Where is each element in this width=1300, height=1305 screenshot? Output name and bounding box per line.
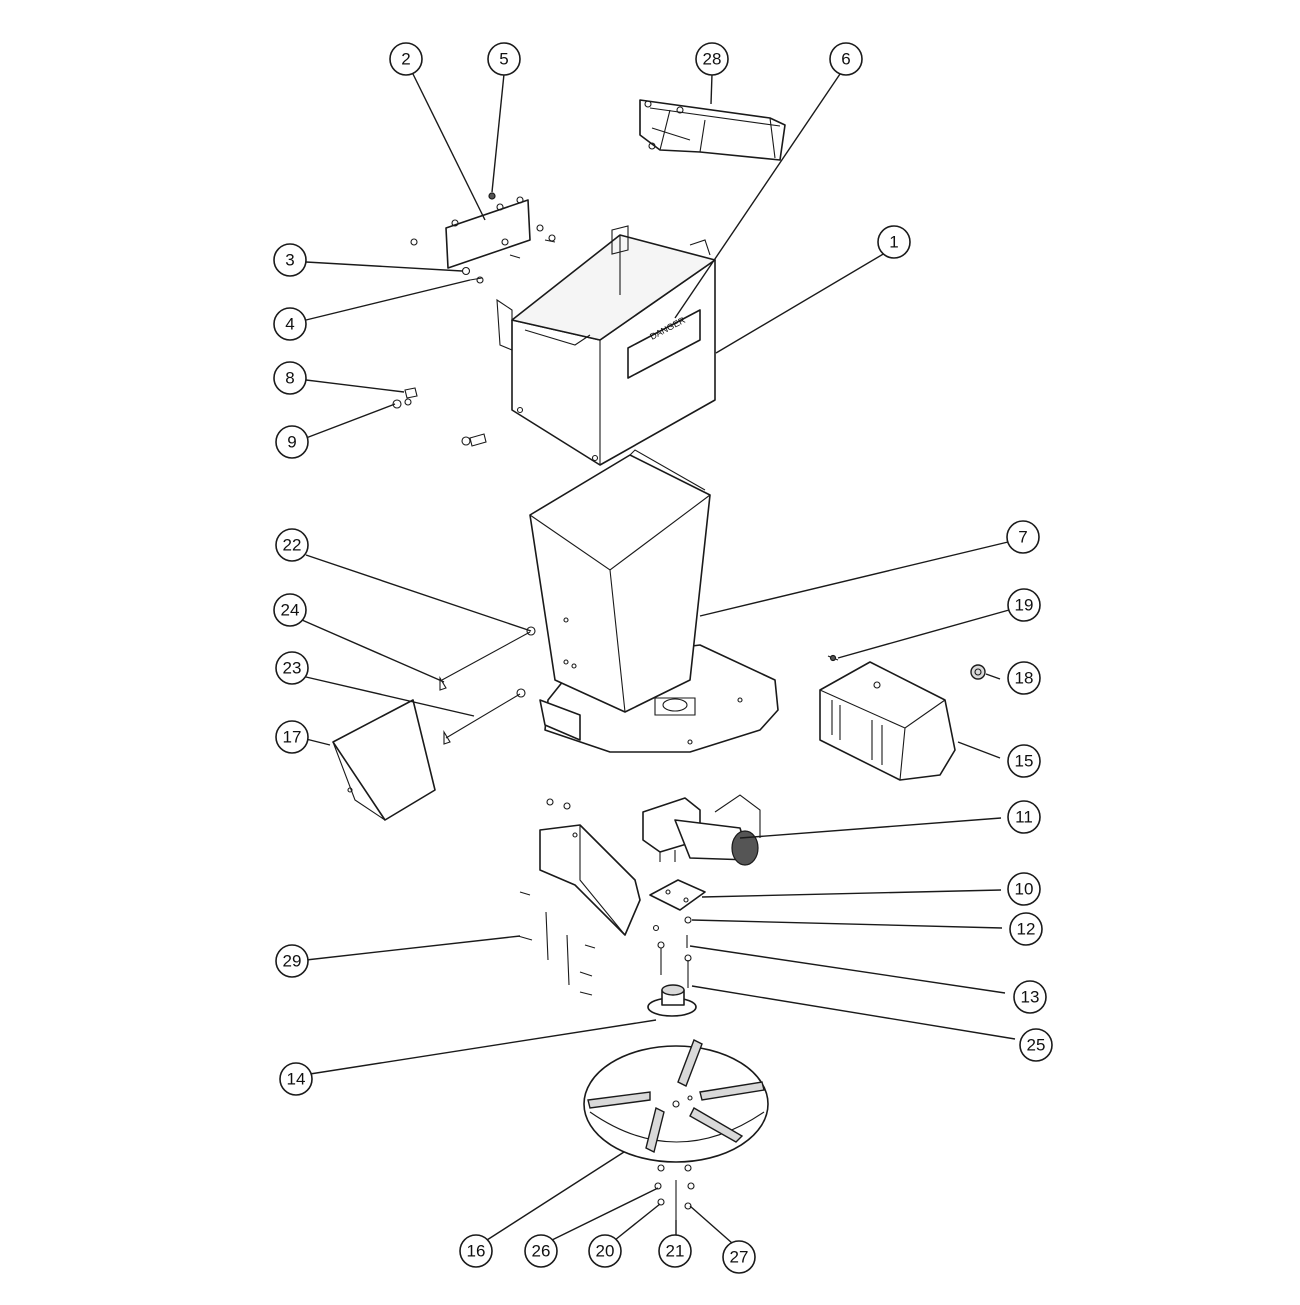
callout-12: 12 xyxy=(1009,912,1043,946)
callout-15: 15 xyxy=(1007,744,1041,778)
part-4-bolt xyxy=(469,276,484,284)
callout-19: 19 xyxy=(1007,588,1041,622)
svg-text:18: 18 xyxy=(1015,669,1034,688)
callout-17: 17 xyxy=(275,720,309,754)
svg-text:19: 19 xyxy=(1015,596,1034,615)
callout-6: 6 xyxy=(829,42,863,76)
svg-text:2: 2 xyxy=(401,50,410,69)
part-12-washer xyxy=(652,916,692,932)
part-7-funnel-chute xyxy=(529,449,779,753)
svg-text:25: 25 xyxy=(1027,1036,1046,1055)
part-14-hub xyxy=(647,984,697,1017)
part-17-deflector xyxy=(332,699,436,821)
svg-text:15: 15 xyxy=(1015,752,1034,771)
part-26-washer xyxy=(654,1164,665,1190)
part-1-hopper-box: DANGER xyxy=(496,225,716,466)
callout-27: 27 xyxy=(722,1240,756,1274)
part-28-trough xyxy=(639,99,786,161)
svg-text:26: 26 xyxy=(532,1242,551,1261)
svg-text:9: 9 xyxy=(287,433,296,452)
svg-text:17: 17 xyxy=(283,728,302,747)
callout-28: 28 xyxy=(695,42,729,76)
callout-18: 18 xyxy=(1007,661,1041,695)
svg-text:28: 28 xyxy=(703,50,722,69)
part-9-bolt xyxy=(392,398,487,447)
part-18-cap xyxy=(970,664,986,680)
part-3-washer xyxy=(461,266,471,276)
part-11-motor xyxy=(642,794,761,866)
callout-29: 29 xyxy=(275,944,309,978)
leader-lines xyxy=(301,71,1016,1244)
callout-25: 25 xyxy=(1019,1028,1053,1062)
callout-10: 10 xyxy=(1007,872,1041,906)
callout-13: 13 xyxy=(1013,980,1047,1014)
svg-text:29: 29 xyxy=(283,952,302,971)
part-19-screw xyxy=(827,654,839,662)
svg-text:5: 5 xyxy=(499,50,508,69)
chute-bracket xyxy=(539,798,641,936)
svg-text:3: 3 xyxy=(285,251,294,270)
callout-21: 21 xyxy=(658,1234,692,1268)
callout-1: 1 xyxy=(877,225,911,259)
callout-8: 8 xyxy=(273,361,307,395)
part-25-bolt xyxy=(684,954,692,988)
callout-4: 4 xyxy=(273,307,307,341)
part-2-plate xyxy=(410,196,556,269)
callout-7: 7 xyxy=(1006,520,1040,554)
svg-text:24: 24 xyxy=(281,601,300,620)
svg-text:16: 16 xyxy=(467,1242,486,1261)
svg-text:7: 7 xyxy=(1018,528,1027,547)
part-10-plate xyxy=(649,879,706,911)
svg-text:14: 14 xyxy=(287,1070,306,1089)
part-24-clip xyxy=(439,676,447,691)
svg-text:22: 22 xyxy=(283,536,302,555)
svg-text:1: 1 xyxy=(889,233,898,252)
part-5-screw xyxy=(488,192,496,200)
callout-26: 26 xyxy=(524,1234,558,1268)
part-8-clip xyxy=(404,387,418,399)
part-20-bolt xyxy=(657,1198,665,1206)
part-29-pins xyxy=(517,891,596,996)
part-27-nut xyxy=(684,1164,695,1210)
svg-text:13: 13 xyxy=(1021,988,1040,1007)
svg-text:4: 4 xyxy=(285,315,294,334)
callout-5: 5 xyxy=(487,42,521,76)
svg-text:20: 20 xyxy=(596,1242,615,1261)
callout-24: 24 xyxy=(273,593,307,627)
part-13-bolt xyxy=(657,935,688,975)
callout-20: 20 xyxy=(588,1234,622,1268)
callout-16: 16 xyxy=(459,1234,493,1268)
svg-text:11: 11 xyxy=(1015,808,1033,827)
svg-text:23: 23 xyxy=(283,659,302,678)
callout-9: 9 xyxy=(275,425,309,459)
part-16-spinner-disc xyxy=(583,1039,769,1163)
callout-14: 14 xyxy=(279,1062,313,1096)
svg-text:6: 6 xyxy=(841,50,850,69)
part-22-pin xyxy=(441,626,536,681)
svg-text:12: 12 xyxy=(1017,920,1036,939)
svg-text:10: 10 xyxy=(1015,880,1034,899)
callout-2: 2 xyxy=(389,42,423,76)
svg-text:21: 21 xyxy=(666,1242,685,1261)
part-23-rod xyxy=(443,688,526,745)
callout-22: 22 xyxy=(275,528,309,562)
svg-text:27: 27 xyxy=(730,1248,749,1267)
part-15-cover xyxy=(819,661,956,781)
callout-11: 11 xyxy=(1007,800,1041,834)
callout-23: 23 xyxy=(275,651,309,685)
callout-3: 3 xyxy=(273,243,307,277)
svg-text:8: 8 xyxy=(285,369,294,388)
